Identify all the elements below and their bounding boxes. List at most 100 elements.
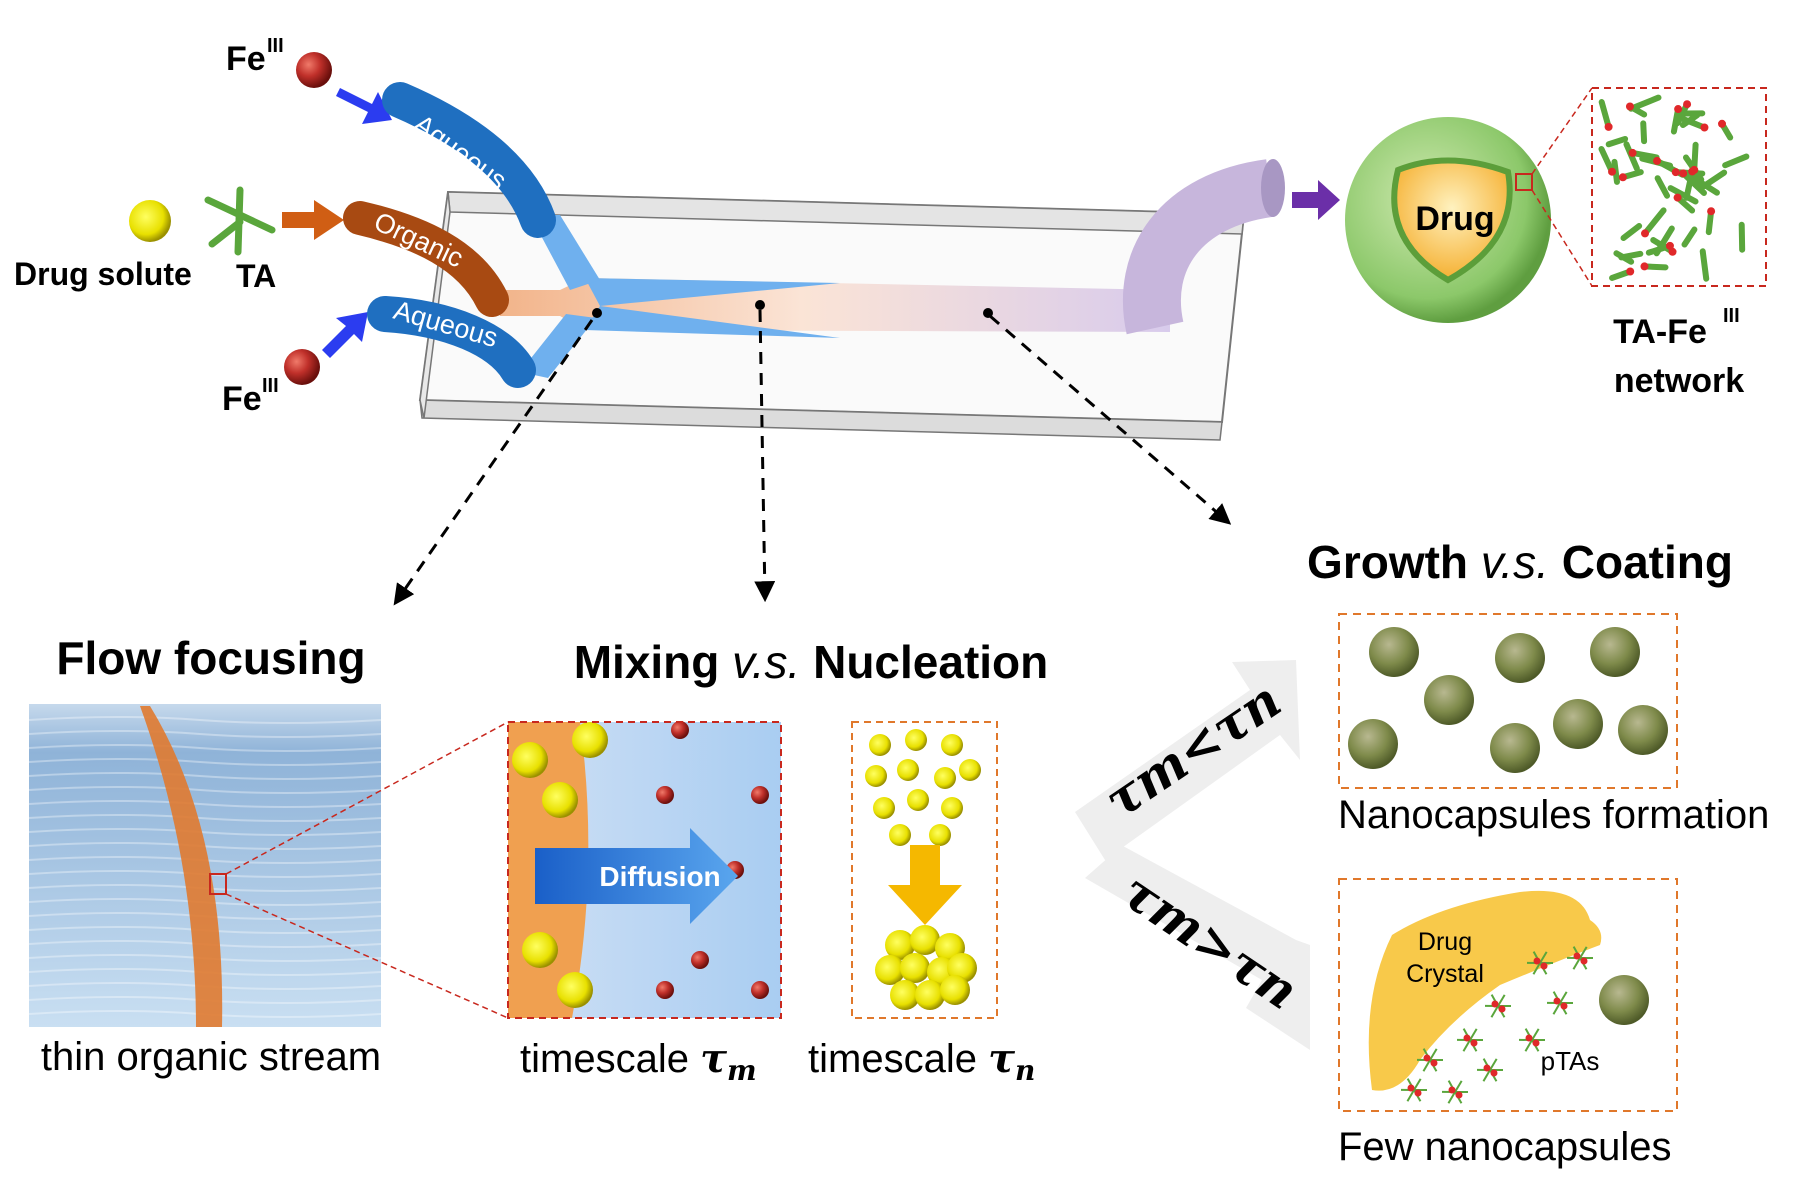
mixing-title: Mixing v.s. Nucleation [574,636,1049,688]
pta-fe [1498,1005,1506,1013]
nanocapsules-formation-box [1338,613,1678,789]
drug-molecule [941,797,963,819]
water-ripple [28,716,382,724]
nucleated-cluster [910,925,940,955]
drug-molecule [542,782,578,818]
crystal-label-line1: Drug [1418,928,1472,956]
crystal-label-line2: Crystal [1406,960,1484,988]
nanocapsules-formation-caption: Nanocapsules formation [1338,793,1769,837]
fe-node [1628,148,1637,157]
pta-fe [1573,952,1581,960]
ta-strand [1667,185,1699,205]
aqueous-sheath-top [585,278,840,306]
pta-strand [1490,1005,1499,1018]
nanocapsule [1618,705,1668,755]
zoom-marker [1515,173,1533,191]
fe-node [1679,169,1688,178]
drug-molecule [869,734,891,756]
fe-ion-icon [296,52,332,88]
fe-ion [751,981,769,999]
pta-fe [1491,1000,1499,1008]
ta-strand [1699,248,1710,282]
pta-fe [1448,1086,1456,1094]
pta-strand [1469,1028,1478,1041]
fe-node [1673,193,1682,202]
nanocapsule: Drug [1345,87,1593,323]
timescale-m-caption: timescale τm [520,1035,757,1087]
ta-strand [1642,207,1667,237]
ta-strand [1681,226,1698,248]
drug-solute-label: Drug solute [14,256,192,292]
pta-strand [1406,1089,1415,1102]
drug-crystal [1368,890,1602,1091]
drug-molecule [865,765,887,787]
tannic-acid-icon [204,186,276,256]
network-label-superscript: III [1723,305,1740,327]
nanocapsule [1369,627,1419,677]
nucleation-inset [851,721,998,1019]
pta-fe [1490,1069,1498,1077]
pta-strand [1429,1048,1438,1061]
ta-strand [1629,149,1660,161]
fe-node [1707,207,1716,216]
diffusion-label: Diffusion [599,861,720,892]
pta-strand [1559,991,1568,1004]
water-ripple [28,730,382,738]
fe-node [1604,122,1613,131]
drug-solute-icon [129,200,171,242]
fe-node [1640,262,1649,271]
water-ripple [28,758,382,766]
pta-fe [1455,1091,1463,1099]
drug-molecule [557,972,593,1008]
point-marker [592,308,602,318]
water-ripple [28,786,382,794]
fe-ion [656,786,674,804]
drug-molecule [934,767,956,789]
water-ripple [28,744,382,752]
pta-fe [1463,1034,1471,1042]
ta-strand [1691,141,1699,173]
drug-molecule [512,742,548,778]
fe-ion-icon [284,349,320,385]
fe-node [1626,267,1635,276]
timescale-n-caption: timescale τn [808,1035,1035,1087]
drug-molecule [572,722,608,758]
nanocapsule [1424,675,1474,725]
pta-strand [1462,1039,1471,1052]
ta-strand [1699,169,1728,190]
ta-strand [1722,153,1750,169]
condition-less-label: τm<τn [1094,670,1292,830]
arrow-purple-icon [1292,180,1340,220]
ta-label: TA [236,258,276,294]
pta-fe [1553,997,1561,1005]
fe-node [1653,156,1662,165]
outlet-tube [1122,159,1285,335]
drug-molecule [907,789,929,811]
pta-strand [1422,1059,1431,1072]
fe-node [1700,123,1709,132]
pta-fe [1414,1089,1422,1097]
fe-node [1668,247,1677,256]
nanocapsule [1590,627,1640,677]
arrow-blue-icon [336,88,392,124]
nanocapsule [1348,719,1398,769]
ta-strand [1654,175,1671,199]
nucleated-cluster [890,980,920,1010]
fe-top-reagent: Fe III [226,35,392,124]
pta-strand [1454,1080,1463,1093]
nucleated-cluster [940,975,970,1005]
pta-strand [1531,1028,1540,1041]
fe-bottom-label: Fe [222,380,262,418]
fe-ion [671,721,689,739]
diffusion-inset: Diffusion [507,721,782,1019]
nucleated-cluster [900,953,930,983]
ta-strand [1598,99,1612,130]
fe-node [1690,165,1699,174]
arrow-orange-icon [282,200,344,240]
pointer-flow-focusing [393,319,594,606]
fe-top-superscript: III [267,35,284,57]
pta-fe [1580,957,1588,965]
flow-focusing-title: Flow focusing [56,632,365,684]
